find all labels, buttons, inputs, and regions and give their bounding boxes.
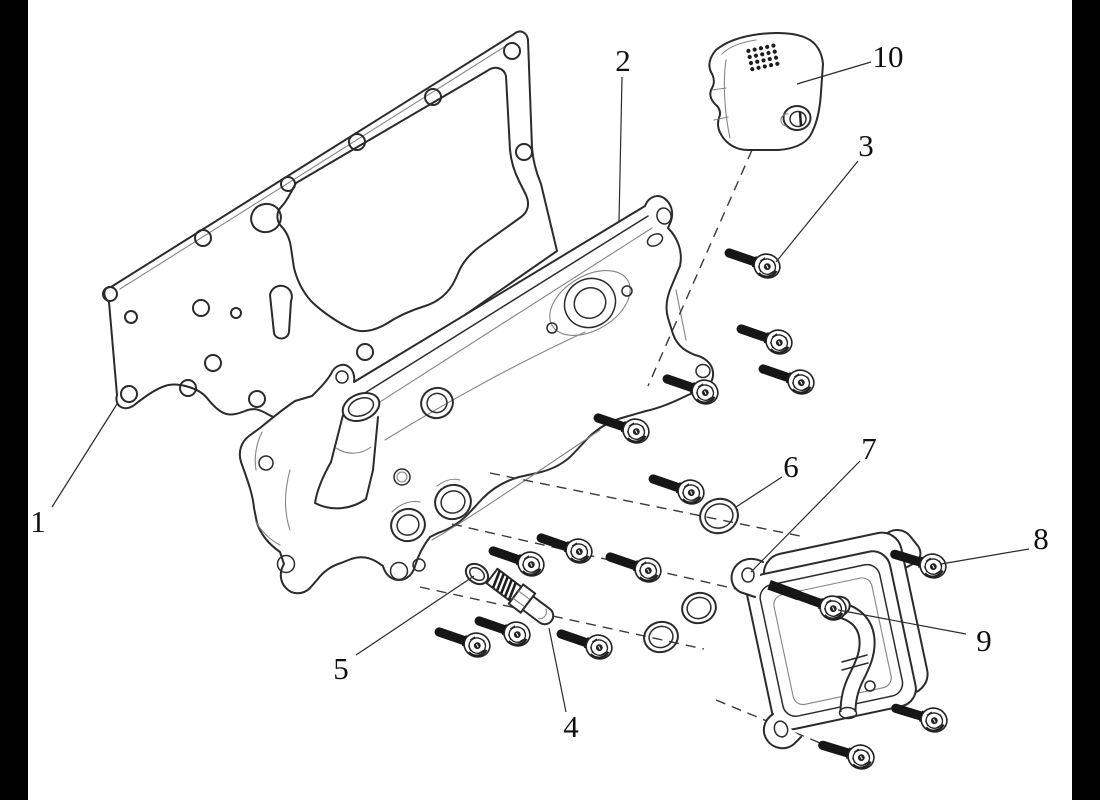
filler-neck <box>314 392 381 510</box>
callout-label-2: 2 <box>615 43 631 78</box>
callout-label-8: 8 <box>1033 521 1049 556</box>
o-ring-medium <box>643 620 679 654</box>
o-ring-large <box>699 497 739 535</box>
cooler-ear-bottom <box>762 713 802 750</box>
callout-label-6: 6 <box>783 449 799 484</box>
bolt <box>753 355 819 399</box>
callout-labels: 1 2 3 4 5 6 7 8 9 10 <box>30 39 1049 744</box>
gasket-keyhole-slot <box>269 284 293 340</box>
leader-lines <box>51 61 1030 713</box>
bolt <box>643 465 709 509</box>
cover-ear-holes <box>258 207 711 581</box>
vent-perforations <box>746 43 780 72</box>
callout-label-5: 5 <box>333 651 349 686</box>
gasket-bolt-holes <box>102 42 533 408</box>
bolt <box>731 315 797 359</box>
bolt <box>767 580 851 625</box>
callout-label-9: 9 <box>976 623 992 658</box>
frame-bar-left <box>0 0 28 800</box>
callout-label-3: 3 <box>858 128 874 163</box>
bolt <box>813 731 879 774</box>
bolts <box>429 239 952 774</box>
bolt <box>600 543 666 587</box>
gasket-part <box>102 30 558 422</box>
head-cover-part <box>238 195 715 595</box>
breather-cover-part <box>708 32 824 151</box>
o-ring-small <box>464 562 490 586</box>
frame-bar-right <box>1072 0 1100 800</box>
seal-bosses <box>390 386 472 543</box>
o-ring-medium <box>681 591 717 625</box>
assembly-axis-lines <box>419 149 843 753</box>
bolt <box>719 239 785 283</box>
callout-label-4: 4 <box>563 709 579 744</box>
callout-label-10: 10 <box>873 39 904 74</box>
callout-label-1: 1 <box>30 504 46 539</box>
o-rings <box>464 497 739 654</box>
callout-label-7: 7 <box>861 431 877 466</box>
drain-fitting-part <box>485 567 555 626</box>
